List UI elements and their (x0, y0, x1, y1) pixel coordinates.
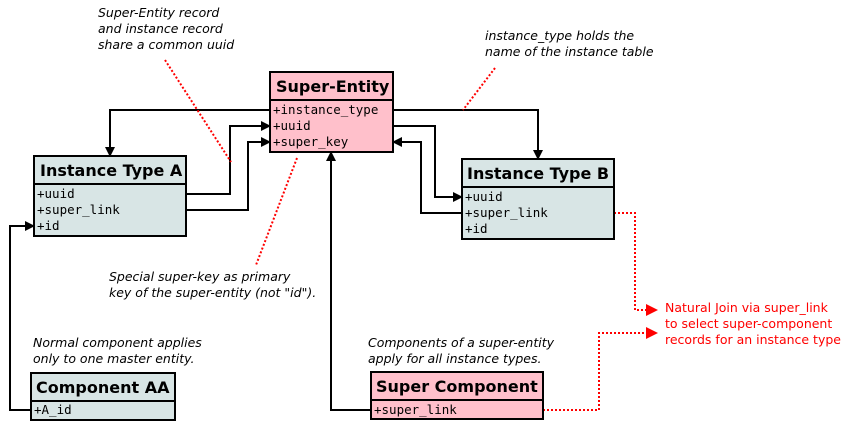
note-line: Components of a super-entity (368, 335, 555, 350)
b-uuid-connector (385, 121, 463, 202)
attr-super-key: +super_key (273, 134, 349, 149)
table-title: Super-Entity (276, 77, 390, 96)
attr-instance-type: +instance_type (273, 102, 378, 117)
attr-a-id: +A_id (34, 402, 72, 417)
note-line: instance_type holds the (485, 28, 634, 43)
table-title: Instance Type A (40, 161, 183, 180)
table-title: Super Component (376, 377, 538, 396)
super-component-join-pointer (543, 327, 658, 411)
instance-type-note: instance_type holds the name of the inst… (485, 28, 654, 59)
instance-type-note-pointer (462, 67, 496, 111)
instance-type-to-b-connector (393, 109, 543, 160)
attr-uuid: +uuid (465, 189, 503, 204)
note-line: to select super-component (665, 316, 832, 331)
b-super-link-connector (392, 137, 462, 214)
component-aa-table[interactable]: Component AA +A_id (30, 372, 176, 421)
b-super-link-join-pointer (614, 212, 658, 316)
instance-type-b-table[interactable]: Instance Type B +uuid +super_link +id (461, 158, 615, 240)
a-uuid-connector (178, 121, 271, 199)
super-key-note-pointer (255, 157, 298, 266)
super-component-connector (326, 151, 371, 411)
annotation-lines (164, 59, 658, 411)
natural-join-note: Natural Join via super_link to select su… (665, 300, 841, 347)
note-line: share a common uuid (98, 37, 234, 52)
attr-super-link: +super_link (37, 202, 120, 217)
note-line: Super-Entity record (98, 5, 219, 20)
instance-type-to-a-connector (105, 109, 270, 157)
super-component-table[interactable]: Super Component +super_link (370, 371, 544, 420)
note-line: Natural Join via super_link (665, 300, 829, 315)
connectors (9, 109, 543, 411)
note-line: Normal component applies (33, 335, 202, 350)
super-key-note: Special super-key as primary key of the … (109, 269, 316, 300)
table-title: Instance Type B (467, 164, 609, 183)
uuid-note: Super-Entity record and instance record … (98, 5, 234, 52)
attr-id: +id (37, 218, 60, 233)
note-line: and instance record (98, 21, 223, 36)
super-component-note: Components of a super-entity apply for a… (368, 335, 555, 366)
attr-uuid: +uuid (37, 186, 75, 201)
attr-uuid: +uuid (273, 118, 311, 133)
note-line: only to one master entity. (33, 351, 195, 366)
note-line: records for an instance type (665, 332, 841, 347)
note-line: Special super-key as primary (109, 269, 291, 284)
attr-super-link: +super_link (465, 205, 548, 220)
attr-super-link: +super_link (374, 402, 457, 417)
uuid-note-pointer (164, 59, 232, 163)
component-aa-connector (9, 221, 35, 411)
attr-id: +id (465, 221, 488, 236)
super-entity-table[interactable]: Super-Entity +instance_type +uuid +super… (269, 71, 394, 153)
note-line: key of the super-entity (not "id"). (109, 285, 316, 300)
instance-type-a-table[interactable]: Instance Type A +uuid +super_link +id (33, 155, 187, 237)
table-title: Component AA (36, 378, 170, 397)
note-line: apply for all instance types. (368, 351, 541, 366)
a-super-link-connector (186, 137, 271, 211)
note-line: name of the instance table (485, 44, 654, 59)
normal-component-note: Normal component applies only to one mas… (33, 335, 202, 366)
